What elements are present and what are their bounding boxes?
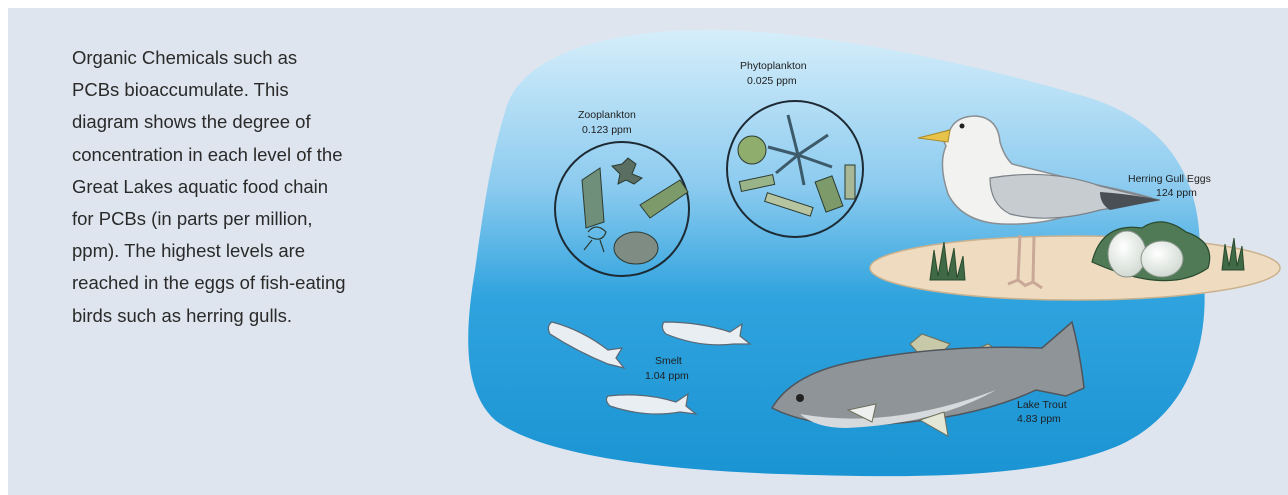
- zooplankton-organism: [614, 232, 658, 264]
- phytoplankton-label: Phytoplankton: [740, 60, 807, 72]
- trout-eye: [796, 394, 804, 402]
- smelt-label: Smelt: [655, 355, 682, 367]
- gull-eye: [960, 124, 965, 129]
- grass-tuft: [1222, 238, 1244, 270]
- gull-eggs-value: 124 ppm: [1156, 187, 1197, 199]
- egg: [1108, 231, 1146, 277]
- phytoplankton-value: 0.025 ppm: [747, 75, 797, 87]
- gull-eggs-label: Herring Gull Eggs: [1128, 173, 1211, 185]
- lake-trout-label: Lake Trout: [1017, 399, 1067, 411]
- zooplankton-label: Zooplankton: [578, 109, 636, 121]
- zooplankton-value: 0.123 ppm: [582, 124, 632, 136]
- lake-trout-value: 4.83 ppm: [1017, 413, 1061, 425]
- phytoplankton-organism: [845, 165, 855, 199]
- egg: [1141, 241, 1183, 277]
- phytoplankton-organism: [738, 136, 766, 164]
- smelt-value: 1.04 ppm: [645, 370, 689, 382]
